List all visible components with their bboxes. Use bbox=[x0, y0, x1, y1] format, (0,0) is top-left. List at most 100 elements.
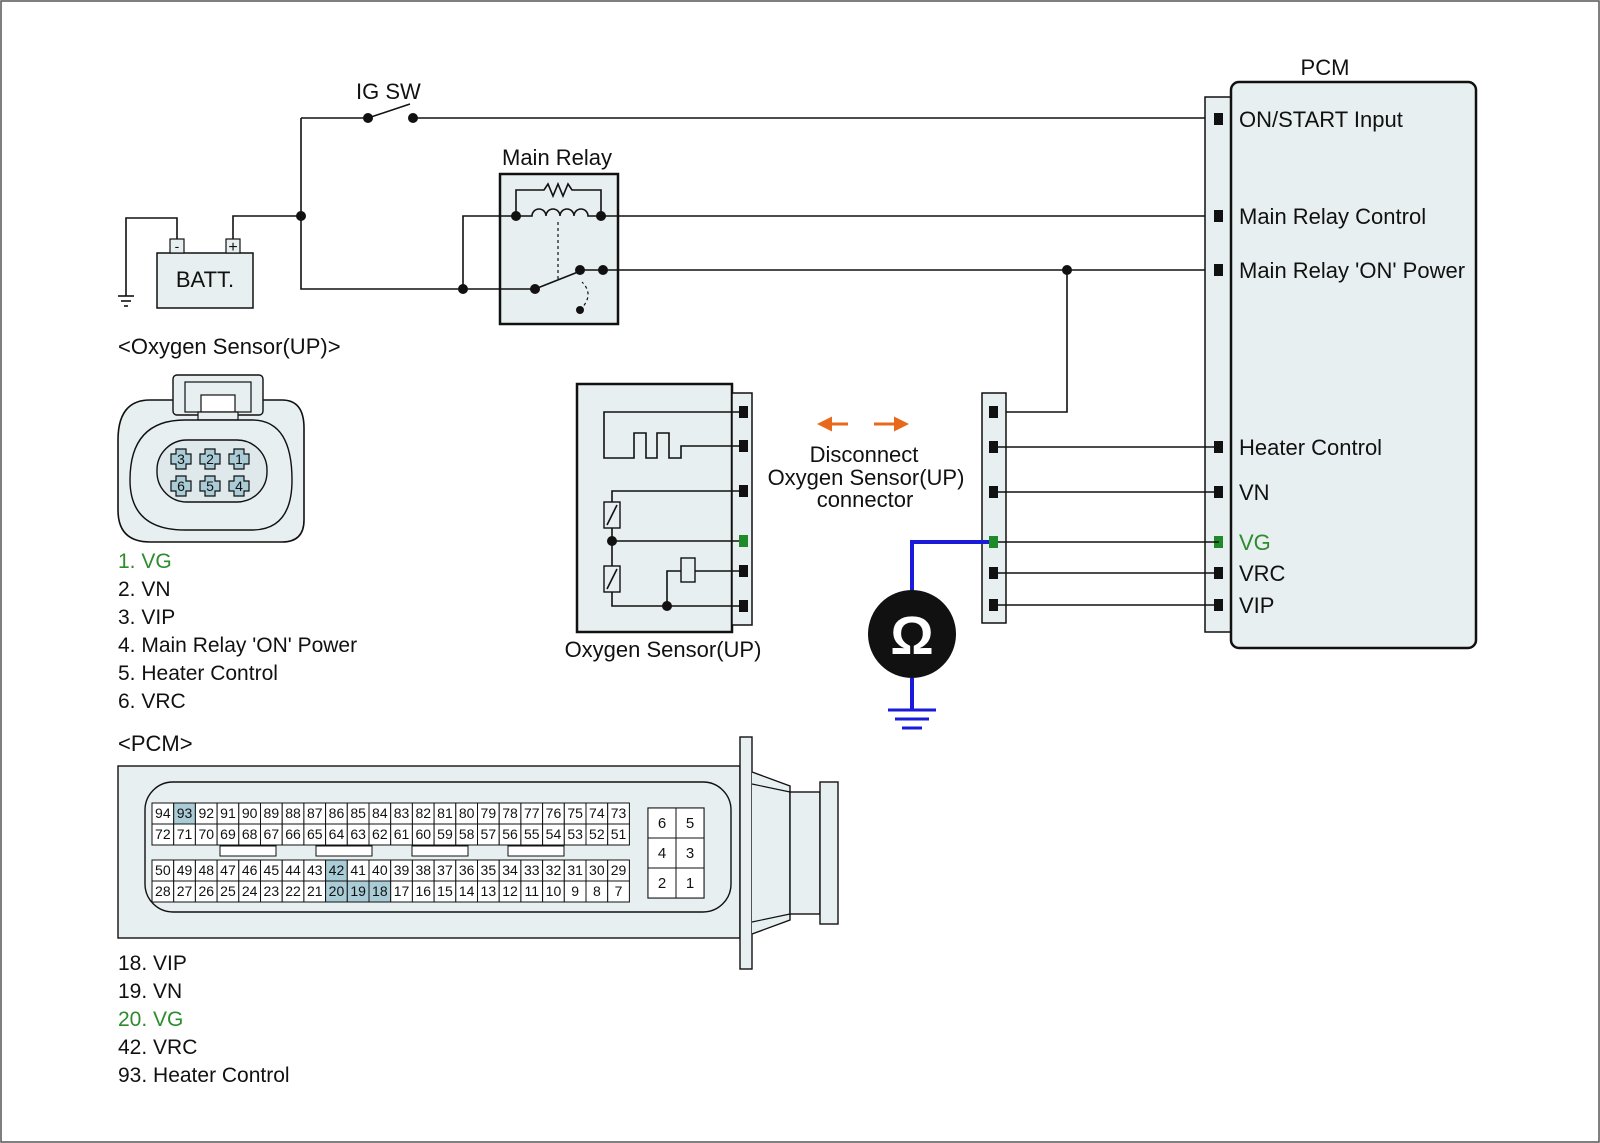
pcm-pin-number: 11 bbox=[524, 883, 539, 899]
pcm-pin-number: 71 bbox=[177, 826, 193, 842]
pcm-pin-number: 60 bbox=[415, 826, 431, 842]
oxygen-sensor-label: Oxygen Sensor(UP) bbox=[565, 637, 762, 662]
pcm-pin-number: 57 bbox=[481, 826, 497, 842]
pcm-pin-number: 68 bbox=[242, 826, 258, 842]
pcm-pin-number: 32 bbox=[546, 862, 562, 878]
pcm-pin-number: 93 bbox=[177, 805, 193, 821]
pcm-pin-number: 12 bbox=[502, 883, 518, 899]
pcm-pin-number: 66 bbox=[285, 826, 301, 842]
pcm-pin-number: 82 bbox=[415, 805, 431, 821]
pcm-pin-number: 73 bbox=[611, 805, 627, 821]
pcm-pin-number: 33 bbox=[524, 862, 540, 878]
o2-section-title: <Oxygen Sensor(UP)> bbox=[118, 334, 341, 359]
pcm-pin-number: 64 bbox=[329, 826, 345, 842]
pcm-pin-number: 36 bbox=[459, 862, 475, 878]
pcm-pin-number: 28 bbox=[155, 883, 171, 899]
pcm-pin-number: 67 bbox=[264, 826, 280, 842]
pcm-small-pin-cell bbox=[647, 867, 677, 899]
pcm-pin-cell bbox=[607, 880, 630, 903]
harness-connector bbox=[981, 392, 1219, 624]
pcm-pin-number: 25 bbox=[220, 883, 236, 899]
pcm-pin-number: 69 bbox=[220, 826, 236, 842]
pcm-pin-number: 20 bbox=[329, 883, 345, 899]
pcm-pin-number: 51 bbox=[611, 826, 627, 842]
pcm-small-pin-number: 3 bbox=[686, 845, 694, 862]
pcm-pin-number: 16 bbox=[415, 883, 431, 899]
pcm-small-pin-number: 5 bbox=[686, 815, 694, 832]
pcm-pin-number: 62 bbox=[372, 826, 388, 842]
pcm-pin-number: 49 bbox=[177, 862, 193, 878]
pcm-pin-number: 86 bbox=[329, 805, 345, 821]
pcm-pin-number: 87 bbox=[307, 805, 323, 821]
pcm-pin-number: 78 bbox=[502, 805, 518, 821]
o2-connector-pin bbox=[170, 475, 192, 497]
pcm-title: PCM bbox=[1301, 55, 1350, 80]
pcm-terminal-label: Heater Control bbox=[1239, 435, 1382, 460]
pcm-pin-number: 76 bbox=[546, 805, 562, 821]
pcm-pin-number: 52 bbox=[589, 826, 605, 842]
pin-list-item: 18. VIP bbox=[118, 952, 187, 975]
pcm-pin-number: 77 bbox=[524, 805, 540, 821]
pcm-pin-number: 91 bbox=[220, 805, 236, 821]
disconnect-line-1: Disconnect bbox=[810, 442, 919, 467]
pin-list-item: 4. Main Relay 'ON' Power bbox=[118, 634, 357, 657]
pcm-key-slot bbox=[507, 845, 565, 857]
pcm-pin-number: 65 bbox=[307, 826, 323, 842]
pcm-pin-number: 35 bbox=[481, 862, 497, 878]
battery-plus-label: + bbox=[228, 239, 237, 256]
pcm-terminal-pin bbox=[1214, 264, 1223, 276]
pcm-pin-number: 81 bbox=[437, 805, 453, 821]
pcm-pin-number: 46 bbox=[242, 862, 258, 878]
pcm-pin-number: 7 bbox=[615, 883, 623, 899]
pcm-small-pin-number: 2 bbox=[658, 875, 666, 892]
pcm-pin-number: 70 bbox=[198, 826, 214, 842]
o2-connector-pin-number: 4 bbox=[235, 478, 243, 494]
pcm-pin-number: 30 bbox=[589, 862, 605, 878]
pin-list-item: 20. VG bbox=[118, 1008, 183, 1031]
pcm-pin-number: 72 bbox=[155, 826, 171, 842]
ig-sw-label: IG SW bbox=[356, 79, 421, 104]
o2-connector-pin bbox=[199, 475, 221, 497]
pin-list-item: 3. VIP bbox=[118, 606, 175, 629]
pcm-pin-number: 80 bbox=[459, 805, 475, 821]
pin-list-item: 5. Heater Control bbox=[118, 662, 278, 685]
disconnect-line-3: connector bbox=[817, 487, 914, 512]
pin-list-item: 42. VRC bbox=[118, 1036, 197, 1059]
ohm-symbol: Ω bbox=[890, 606, 933, 666]
pcm-pin-number: 75 bbox=[567, 805, 583, 821]
pcm-pin-number: 58 bbox=[459, 826, 475, 842]
power-circuit: - + BATT. IG SW Main Relay bbox=[118, 79, 1219, 413]
pcm-key-slot bbox=[315, 845, 373, 857]
pcm-terminal-label: VRC bbox=[1239, 561, 1286, 586]
pcm-pin-number: 38 bbox=[415, 862, 431, 878]
pcm-terminal-label: VN bbox=[1239, 480, 1270, 505]
pcm-pin-number: 45 bbox=[264, 862, 280, 878]
o2-connector-pin bbox=[170, 448, 192, 470]
ohmmeter: Ω bbox=[868, 540, 989, 730]
o2-connector-pin bbox=[228, 475, 250, 497]
battery bbox=[156, 252, 254, 309]
pcm-pin-number: 79 bbox=[481, 805, 497, 821]
pin-list-item: 6. VRC bbox=[118, 690, 186, 713]
pcm-pin-number: 50 bbox=[155, 862, 171, 878]
pcm-pin-number: 41 bbox=[350, 862, 366, 878]
pcm-pin-number: 92 bbox=[198, 805, 214, 821]
pcm-key-slot bbox=[411, 845, 469, 857]
pcm-terminal-pin bbox=[1214, 210, 1223, 222]
battery-minus-label: - bbox=[175, 238, 180, 254]
o2-connector-pin-number: 3 bbox=[177, 451, 185, 467]
disconnect-line-2: Oxygen Sensor(UP) bbox=[768, 465, 965, 490]
pin-list-item: 19. VN bbox=[118, 980, 182, 1003]
o2-connector-pin-number: 5 bbox=[206, 478, 214, 494]
pcm-pin-number: 10 bbox=[546, 883, 562, 899]
pcm-section-title: <PCM> bbox=[118, 731, 193, 756]
pcm-pin-number: 17 bbox=[394, 883, 410, 899]
pcm-small-pin-cell bbox=[675, 837, 705, 869]
